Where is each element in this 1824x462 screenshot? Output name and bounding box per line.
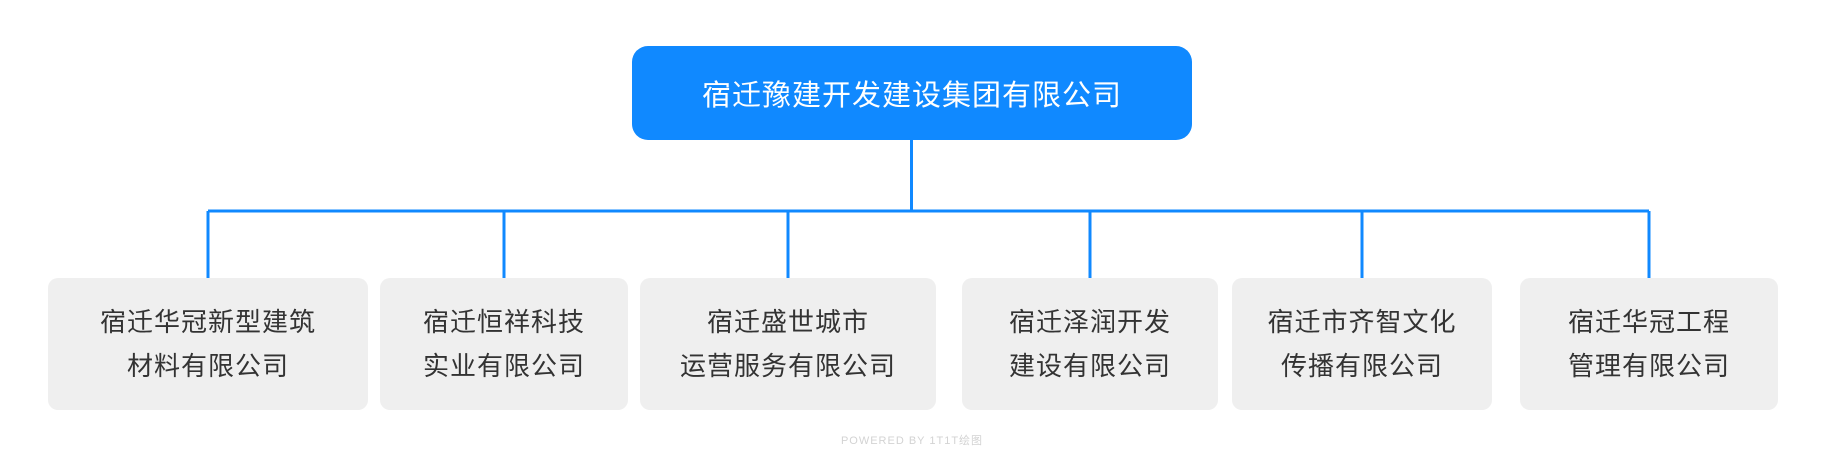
org-node-root[interactable]: 宿迁豫建开发建设集团有限公司 <box>632 46 1192 140</box>
child-node-label-line: 实业有限公司 <box>422 351 585 381</box>
child-node-label-line: 运营服务有限公司 <box>679 351 896 381</box>
child-node-label-line: 管理有限公司 <box>1567 351 1730 381</box>
child-node-label-line: 材料有限公司 <box>126 351 289 381</box>
child-node-label-line: 宿迁华冠新型建筑 <box>99 307 316 337</box>
child-node-label-line: 宿迁泽润开发 <box>1008 307 1171 337</box>
child-node-label-line: 建设有限公司 <box>1008 351 1171 381</box>
child-node-label-line: 宿迁盛世城市 <box>706 307 869 337</box>
org-node-child-5[interactable]: 宿迁市齐智文化 传播有限公司 <box>1232 278 1492 410</box>
powered-by-watermark: POWERED BY 1T1T绘图 <box>840 435 984 447</box>
child-node-label-line: 宿迁恒祥科技 <box>422 307 585 337</box>
org-node-child-6[interactable]: 宿迁华冠工程 管理有限公司 <box>1520 278 1778 410</box>
child-node-label-line: 宿迁华冠工程 <box>1567 307 1730 337</box>
org-node-child-1[interactable]: 宿迁华冠新型建筑 材料有限公司 <box>48 278 368 410</box>
root-node-label: 宿迁豫建开发建设集团有限公司 <box>701 80 1122 112</box>
org-node-child-4[interactable]: 宿迁泽润开发 建设有限公司 <box>962 278 1218 410</box>
org-node-child-2[interactable]: 宿迁恒祥科技 实业有限公司 <box>380 278 628 410</box>
child-node-label-line: 宿迁市齐智文化 <box>1267 307 1457 337</box>
org-node-child-3[interactable]: 宿迁盛世城市 运营服务有限公司 <box>640 278 936 410</box>
child-node-label-line: 传播有限公司 <box>1280 351 1443 381</box>
